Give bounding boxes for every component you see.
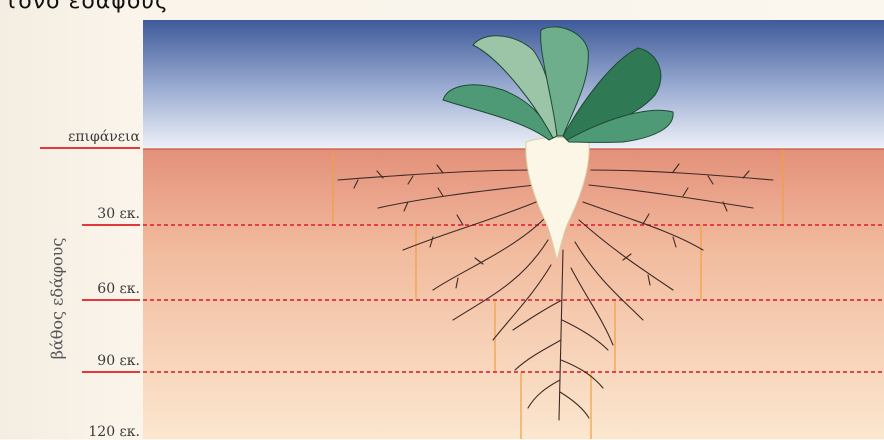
label-depth-30-text: 30 εκ. bbox=[97, 206, 140, 222]
sugar-beet-root-diagram bbox=[143, 20, 884, 439]
label-surface: επιφάνεια bbox=[40, 129, 140, 149]
label-depth-30: 30 εκ. bbox=[82, 206, 140, 226]
label-depth-90-underline bbox=[82, 371, 140, 373]
label-depth-90: 90 εκ. bbox=[82, 353, 140, 373]
soil-area bbox=[143, 149, 884, 439]
page-header-fragment: τονο εδάφους bbox=[4, 0, 169, 14]
label-depth-60: 60 εκ. bbox=[82, 281, 140, 301]
label-depth-30-underline bbox=[82, 224, 140, 226]
soil-depth-axis-title: βάθος εδάφους bbox=[48, 204, 67, 394]
label-surface-underline bbox=[40, 147, 140, 149]
label-depth-60-underline bbox=[82, 299, 140, 301]
label-depth-120-text: 120 εκ. bbox=[88, 424, 140, 440]
label-depth-120: 120 εκ. bbox=[72, 424, 140, 440]
label-depth-60-text: 60 εκ. bbox=[97, 281, 140, 297]
label-depth-90-text: 90 εκ. bbox=[97, 353, 140, 369]
label-surface-text: επιφάνεια bbox=[68, 129, 140, 145]
